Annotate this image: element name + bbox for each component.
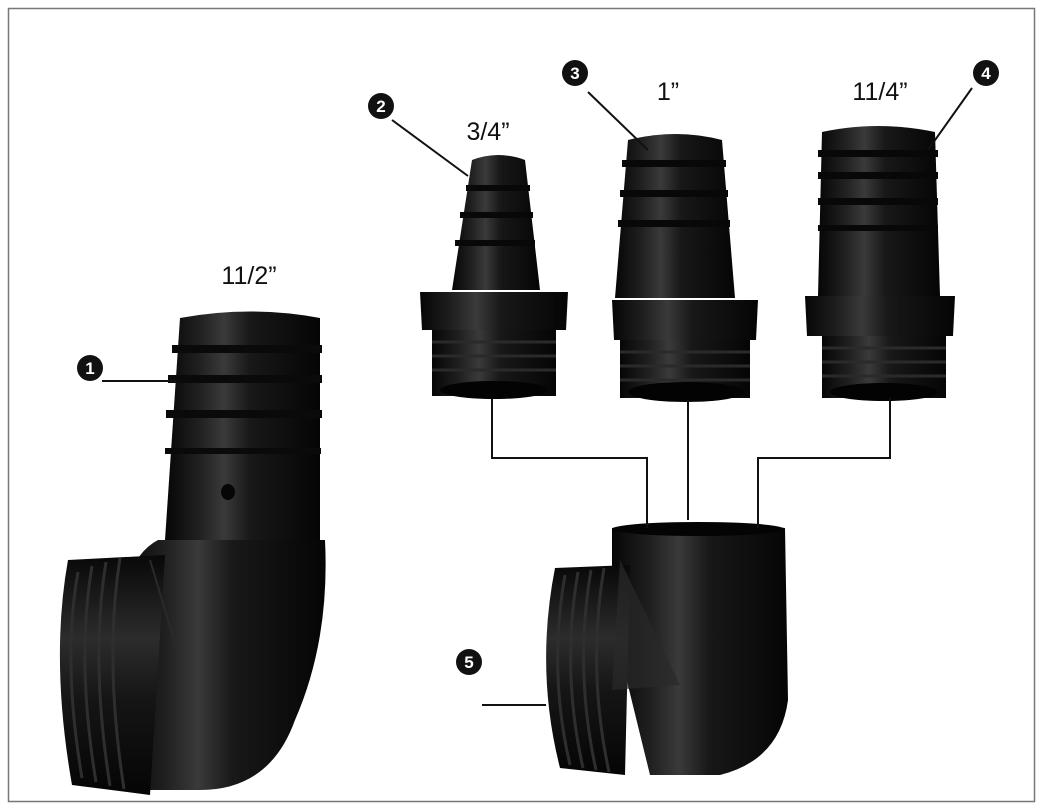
elbow-fitting-threaded <box>546 522 788 775</box>
callout-5: 5 <box>456 649 482 675</box>
callout-3-number: 3 <box>570 64 579 83</box>
elbow-fitting-large <box>59 311 326 795</box>
barb-adapter-1-1-4 <box>805 126 955 401</box>
size-label-part-2: 3/4” <box>466 118 509 146</box>
barb-adapter-3-4 <box>420 155 568 399</box>
connector-lines <box>491 398 891 528</box>
barb-adapter-1 <box>612 134 758 402</box>
callout-4: 4 <box>973 60 999 86</box>
leader-lines <box>102 87 973 706</box>
size-label-part-1: 11/2” <box>221 262 276 290</box>
size-label-part-4: 11/4” <box>852 78 907 106</box>
callout-4-number: 4 <box>981 64 991 83</box>
callout-1: 1 <box>77 355 103 381</box>
callout-3: 3 <box>562 60 588 86</box>
callout-2-number: 2 <box>376 97 385 116</box>
callout-2: 2 <box>368 93 394 119</box>
callout-5-number: 5 <box>464 653 473 672</box>
size-label-part-3: 1” <box>657 78 679 106</box>
callout-1-number: 1 <box>85 359 94 378</box>
image-frame <box>7 7 1036 803</box>
